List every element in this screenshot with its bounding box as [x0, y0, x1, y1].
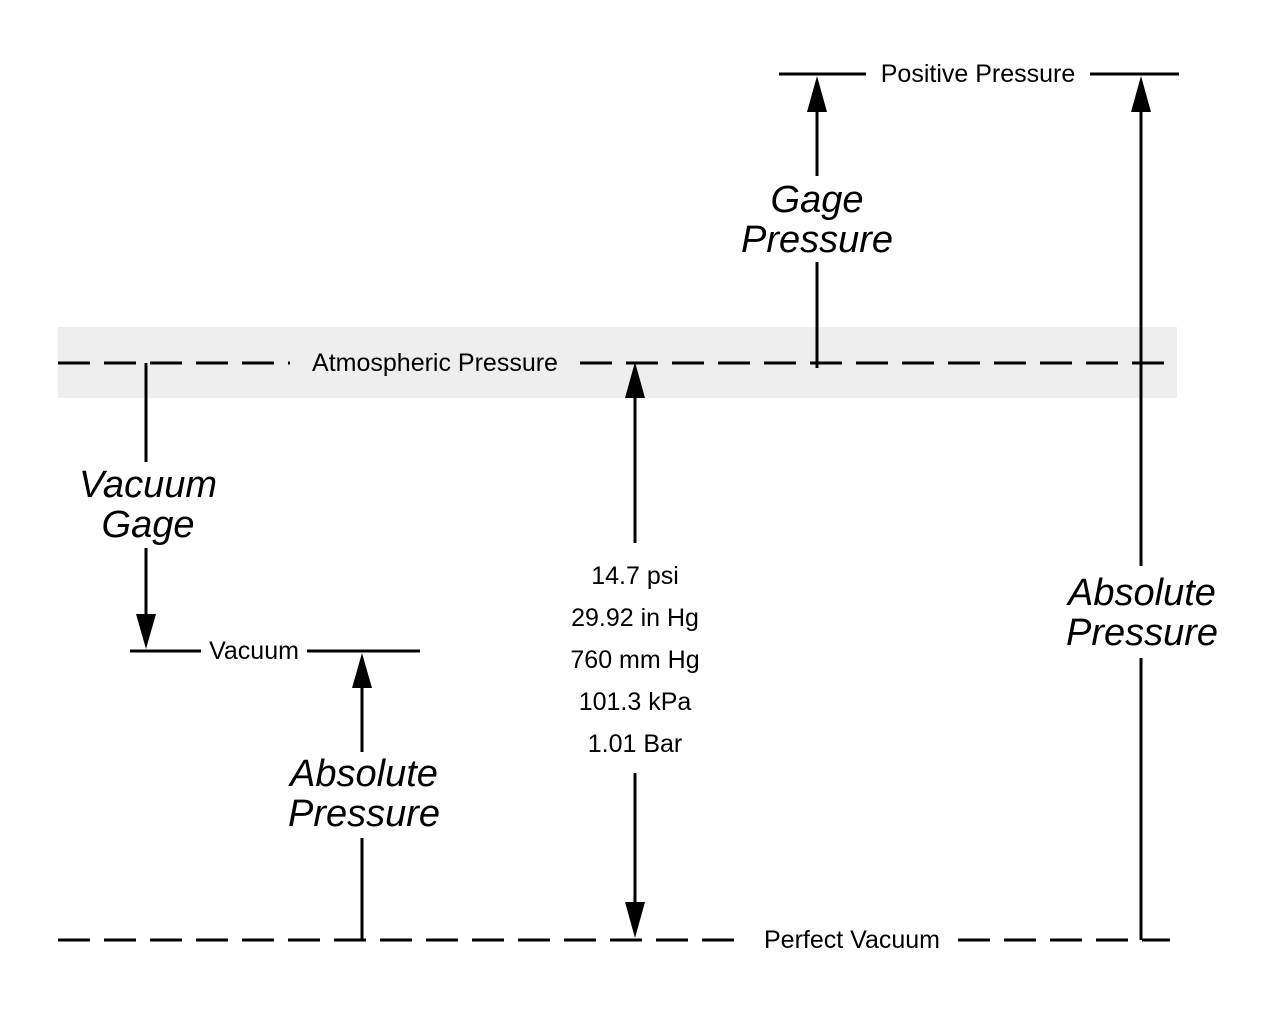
vacuum-gage-label-line2: Gage [102, 504, 195, 546]
atmospheric-value-mm-hg: 760 mm Hg [570, 646, 699, 674]
absolute-pressure-left-label-line2: Pressure [288, 793, 440, 835]
vacuum-gage-label-line1: Vacuum [79, 464, 217, 506]
absolute-pressure-left-label-line1: Absolute [288, 753, 438, 795]
vacuum-label: Vacuum [209, 637, 299, 665]
atmospheric-value-bar: 1.01 Bar [588, 730, 683, 758]
gage-pressure-label-line1: Gage [771, 179, 864, 221]
gage-pressure-arrowhead-up [807, 76, 827, 112]
absolute-pressure-right-arrowhead-up [1131, 76, 1151, 112]
vacuum-gage-arrowhead-down [136, 614, 156, 649]
atmospheric-value-kpa: 101.3 kPa [579, 688, 692, 716]
atmospheric-pressure-label: Atmospheric Pressure [312, 349, 558, 377]
positive-pressure-label: Positive Pressure [881, 60, 1076, 88]
absolute-pressure-left-arrowhead-up [352, 653, 372, 688]
atmospheric-value-arrowhead-up [625, 362, 645, 398]
atmospheric-value-psi: 14.7 psi [591, 562, 679, 590]
gage-pressure-label-line2: Pressure [741, 219, 893, 261]
absolute-pressure-right-label-line1: Absolute [1066, 572, 1216, 614]
atmospheric-value-arrowhead-down [625, 902, 645, 938]
atmospheric-value-in-hg: 29.92 in Hg [571, 604, 699, 632]
perfect-vacuum-label: Perfect Vacuum [764, 926, 940, 954]
absolute-pressure-right-label-line2: Pressure [1066, 612, 1218, 654]
